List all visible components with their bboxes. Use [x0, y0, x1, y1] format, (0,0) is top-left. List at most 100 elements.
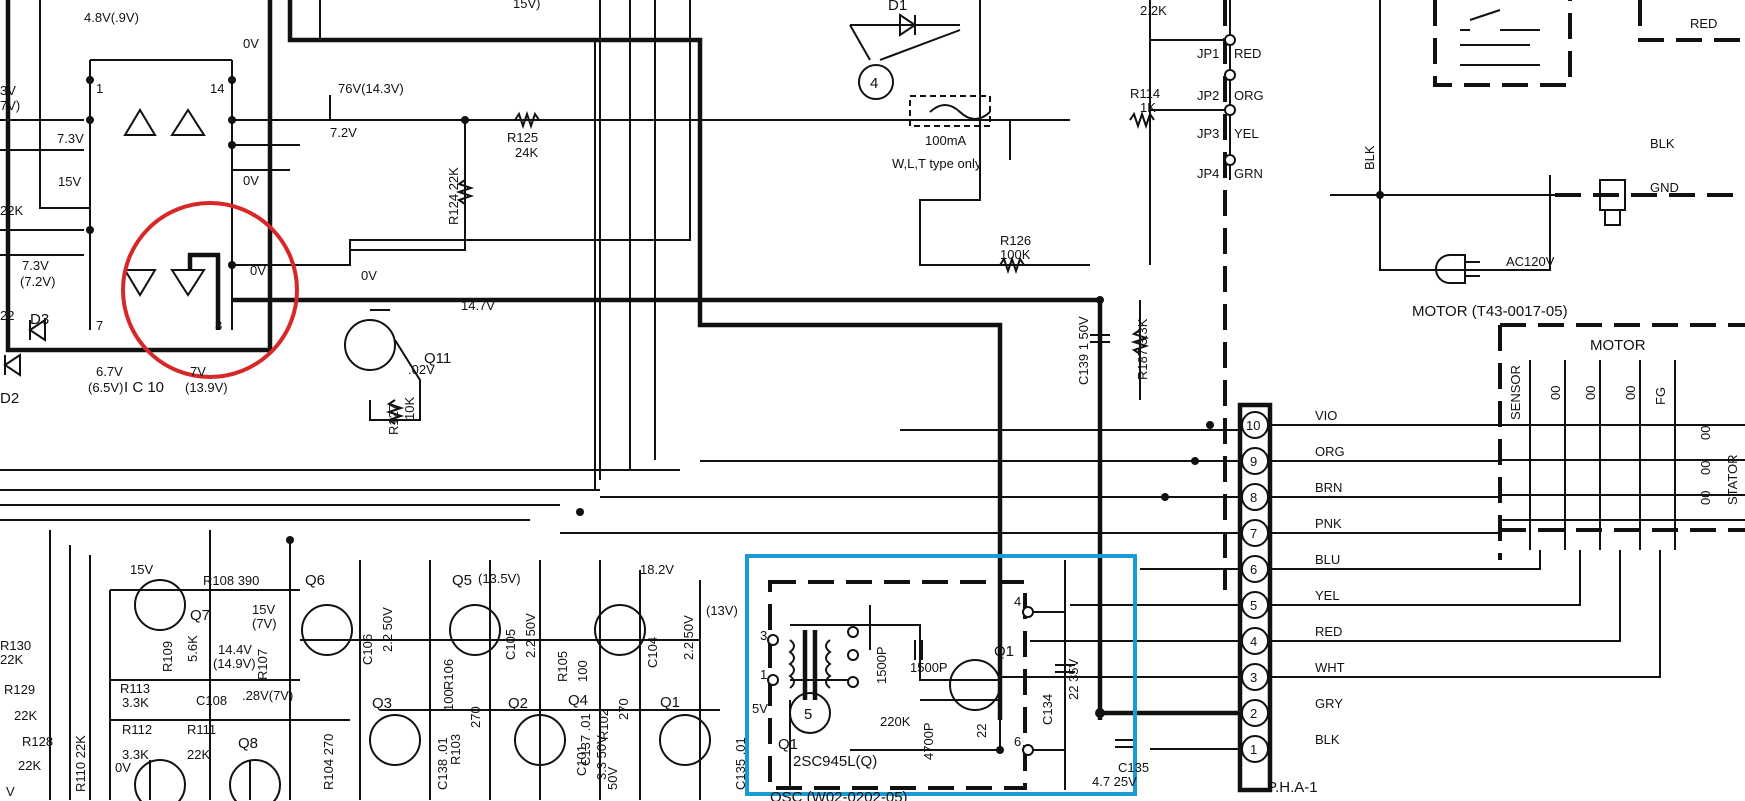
ic10-voltage-72v: 7.2V	[330, 125, 357, 140]
q4-label: Q4	[568, 692, 588, 709]
jumper-jp4-color: GRN	[1234, 166, 1263, 181]
osc-q1-label: Q1	[778, 736, 798, 753]
c101-label: C101	[574, 745, 589, 776]
open-terminals	[767, 34, 1236, 756]
r106-value: 100	[441, 689, 456, 711]
transformer-symbol	[788, 630, 832, 700]
q6-label: Q6	[305, 572, 325, 589]
r104-label: R104 270	[321, 734, 336, 790]
marker-5-circle	[789, 692, 831, 734]
connector-pin-number-4: 4	[1250, 634, 1257, 649]
r111-value: 22K	[187, 747, 210, 762]
r114-value: 1K	[1140, 100, 1156, 115]
connector-pin-number-6: 6	[1250, 562, 1257, 577]
r107-label: R107	[255, 649, 270, 680]
c137-label: C137 .01	[578, 713, 593, 766]
osc-voltage-13v: (13V)	[706, 603, 738, 618]
junction-dots	[86, 76, 1384, 754]
stator-coil-1: 00	[1698, 426, 1713, 440]
q7-voltage-15v: 15V	[130, 562, 153, 577]
osc-transistor-q1: Q1	[994, 643, 1014, 660]
ground-label: GND	[1650, 180, 1679, 195]
q8-label: Q8	[238, 735, 258, 752]
q7-label: Q7	[190, 607, 210, 624]
connector-pin-number-10: 10	[1246, 418, 1260, 433]
diode-d3-label: D3	[30, 311, 49, 328]
ic10-pin-1: 1	[96, 81, 103, 96]
osc-labels: (13V) 5 1500P 1500P Q1 220K 4700P 22 4 6…	[706, 594, 1021, 801]
c108-voltage-14-9v: (14.9V)	[213, 656, 256, 671]
motor-coil-1: 00	[1548, 386, 1563, 400]
r130-label: R130	[0, 638, 31, 653]
motor-fg-label: FG	[1653, 387, 1668, 405]
transistor-symbols	[134, 319, 1001, 801]
ic10-voltage-76v: 76V(14.3V)	[338, 81, 404, 96]
connector-wire-color-3: WHT	[1315, 660, 1345, 675]
c134-label: C134	[1040, 694, 1055, 725]
c101-value: 3.3 50V	[594, 735, 609, 780]
ground-lug-icon	[1599, 179, 1626, 226]
c106-label: C106	[360, 634, 375, 665]
connector-pin-number-3: 3	[1250, 670, 1257, 685]
ic10-voltage-139v: (13.9V)	[185, 380, 228, 395]
connector-name: P.H.A-1	[1267, 779, 1318, 796]
osc-pin-3: 3	[760, 628, 767, 643]
motor-sub-label: MOTOR	[1590, 337, 1646, 354]
q11-voltage-0v: 0V	[361, 268, 377, 283]
top-resistor-2-2k: 2.2K	[1140, 3, 1167, 18]
left-voltage-3v: 3V	[0, 83, 16, 98]
connector-pin-6	[1241, 555, 1269, 583]
ic10-voltage-72v-b: (7.2V)	[20, 274, 55, 289]
jumper-jp1: JP1	[1197, 46, 1219, 61]
r103-value: 270	[468, 706, 483, 728]
connector-pin-number-8: 8	[1250, 490, 1257, 505]
motor-sensor-label: SENSOR	[1508, 365, 1523, 420]
ic10-pin-8: 8	[215, 318, 222, 333]
connector-wire-color-8: BRN	[1315, 480, 1342, 495]
ic10-pin-14: 14	[210, 81, 224, 96]
r187-label: R187 3.3K	[1135, 318, 1150, 380]
marker-4: 4	[870, 75, 878, 92]
ic10-voltage-0v-top: 0V	[243, 36, 259, 51]
r108-label: R108 390	[203, 573, 259, 588]
lower-voltage-50v: 50V	[605, 767, 620, 790]
r112-label: R112	[122, 722, 152, 737]
connector-pins: 10VIO9ORG8BRN7PNK6BLU5YEL4RED3WHT2GRY1BL…	[1241, 408, 1345, 763]
jumper-jp2: JP2	[1197, 88, 1219, 103]
left-voltage-7v: 7V)	[0, 98, 20, 113]
osc-capacitor-4700p: 4700P	[921, 722, 936, 760]
motor-coil-3: 00	[1623, 386, 1638, 400]
motor-stator-label: STATOR	[1725, 454, 1740, 505]
ic10-voltage-73v-b: 7.3V	[22, 258, 49, 273]
r113-value: 3.3K	[122, 695, 149, 710]
diode-d1-symbol	[849, 13, 961, 61]
top-right-red-label: RED	[1690, 16, 1717, 31]
connector-wire-color-9: ORG	[1315, 444, 1345, 459]
c134-value: 22 35V	[1066, 658, 1081, 700]
q4-voltage: 18.2V	[640, 562, 674, 577]
connector-pin-10	[1241, 411, 1269, 439]
capacitor-symbols	[914, 334, 1135, 748]
r129-value: 22K	[14, 708, 37, 723]
connector-pin-3	[1241, 663, 1269, 691]
c135b-value: 4.7 25V	[1092, 774, 1137, 789]
osc-capacitor-1500p-a: 1500P	[874, 646, 889, 684]
r102-value: 270	[616, 698, 631, 720]
connector-pin-2	[1241, 699, 1269, 727]
c135-label: C135 .01	[733, 737, 748, 790]
osc-title: OSC (W02-0202-05)	[770, 789, 908, 801]
motor-coil-2: 00	[1583, 386, 1598, 400]
connector-pin-number-7: 7	[1250, 526, 1257, 541]
q11-voltage-14-7v: 14.7V	[461, 298, 495, 313]
connector-pin-5	[1241, 591, 1269, 619]
connector-wire-color-5: YEL	[1315, 588, 1340, 603]
ac-plug-icon	[1435, 254, 1480, 284]
q6-voltage-15v: 15V	[252, 602, 275, 617]
connector-pin-4	[1241, 627, 1269, 655]
voltage-28v: .28V(7V)	[242, 688, 293, 703]
ic10-voltage-73v: 7.3V	[57, 131, 84, 146]
jumper-jp3: JP3	[1197, 126, 1219, 141]
motor-title: MOTOR (T43-0017-05)	[1412, 303, 1568, 320]
fuse-note: W,L,T type only	[892, 156, 982, 171]
ic10-voltage-7v: 7V	[190, 364, 206, 379]
